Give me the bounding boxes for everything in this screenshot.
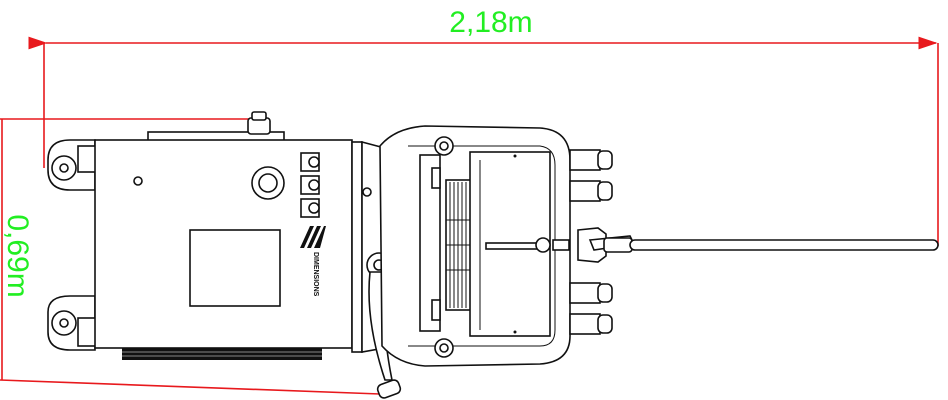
brand-logo: DIMENSIONS [300, 226, 326, 297]
wheel-bottom-left [47, 295, 99, 351]
display-panel [189, 229, 281, 307]
head-assembly [379, 125, 571, 367]
main-body: DIMENSIONS [94, 111, 353, 360]
brand-logo-text: DIMENSIONS [312, 252, 319, 297]
control-buttons [300, 152, 320, 218]
height-extension-bottom [0, 379, 381, 395]
inner-rail [419, 154, 441, 332]
height-label: 0,69m [1, 214, 34, 297]
port-connectors [569, 149, 613, 335]
handle-bar [577, 227, 939, 263]
crank-grip [376, 379, 402, 399]
long-bar [629, 239, 939, 251]
wheel-top-left [47, 139, 99, 191]
height-dimension: 0,69m [0, 118, 381, 395]
small-hole [133, 176, 143, 186]
width-label: 2,18m [449, 6, 532, 39]
width-dimension: 2,18m [28, 6, 939, 246]
bottom-strip [122, 348, 322, 360]
